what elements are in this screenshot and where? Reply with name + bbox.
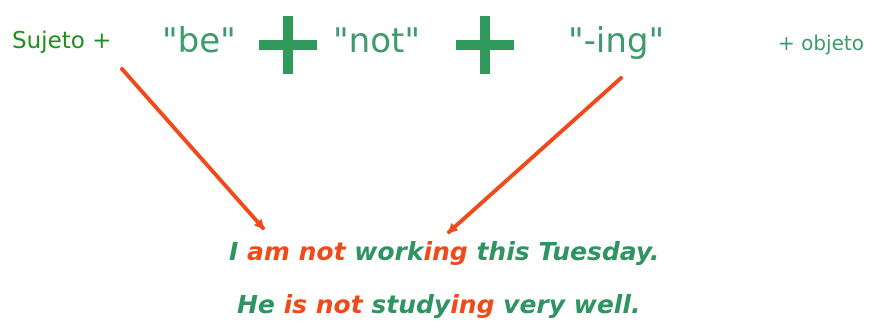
example-2-verb-suffix: ing [450,290,495,319]
example-1-rest: this Tuesday. [467,237,660,266]
formula-be-label: "be" [162,21,236,61]
example-sentence-1: I am not working this Tuesday. [229,239,659,264]
example-1-pronoun: I [229,237,248,266]
plus-icon-1 [259,16,317,74]
arrow-to-ing [447,76,623,234]
example-2-verb-stem: study [362,290,451,319]
formula-ing-label: "-ing" [568,21,665,61]
formula-subject-label: Sujeto + [12,28,112,54]
example-1-aux: am not [247,237,346,266]
example-1-verb-stem: work [345,237,424,266]
example-sentence-2: He is not studying very well. [237,292,640,317]
example-2-rest: very well. [494,290,641,319]
example-2-aux: is not [283,290,363,319]
formula-object-label: + objeto [778,31,864,55]
example-1-verb-suffix: ing [423,237,468,266]
example-2-pronoun: He [237,290,284,319]
arrow-to-aux [120,67,265,230]
formula-not-label: "not" [333,21,420,61]
plus-icon-2 [456,16,514,74]
